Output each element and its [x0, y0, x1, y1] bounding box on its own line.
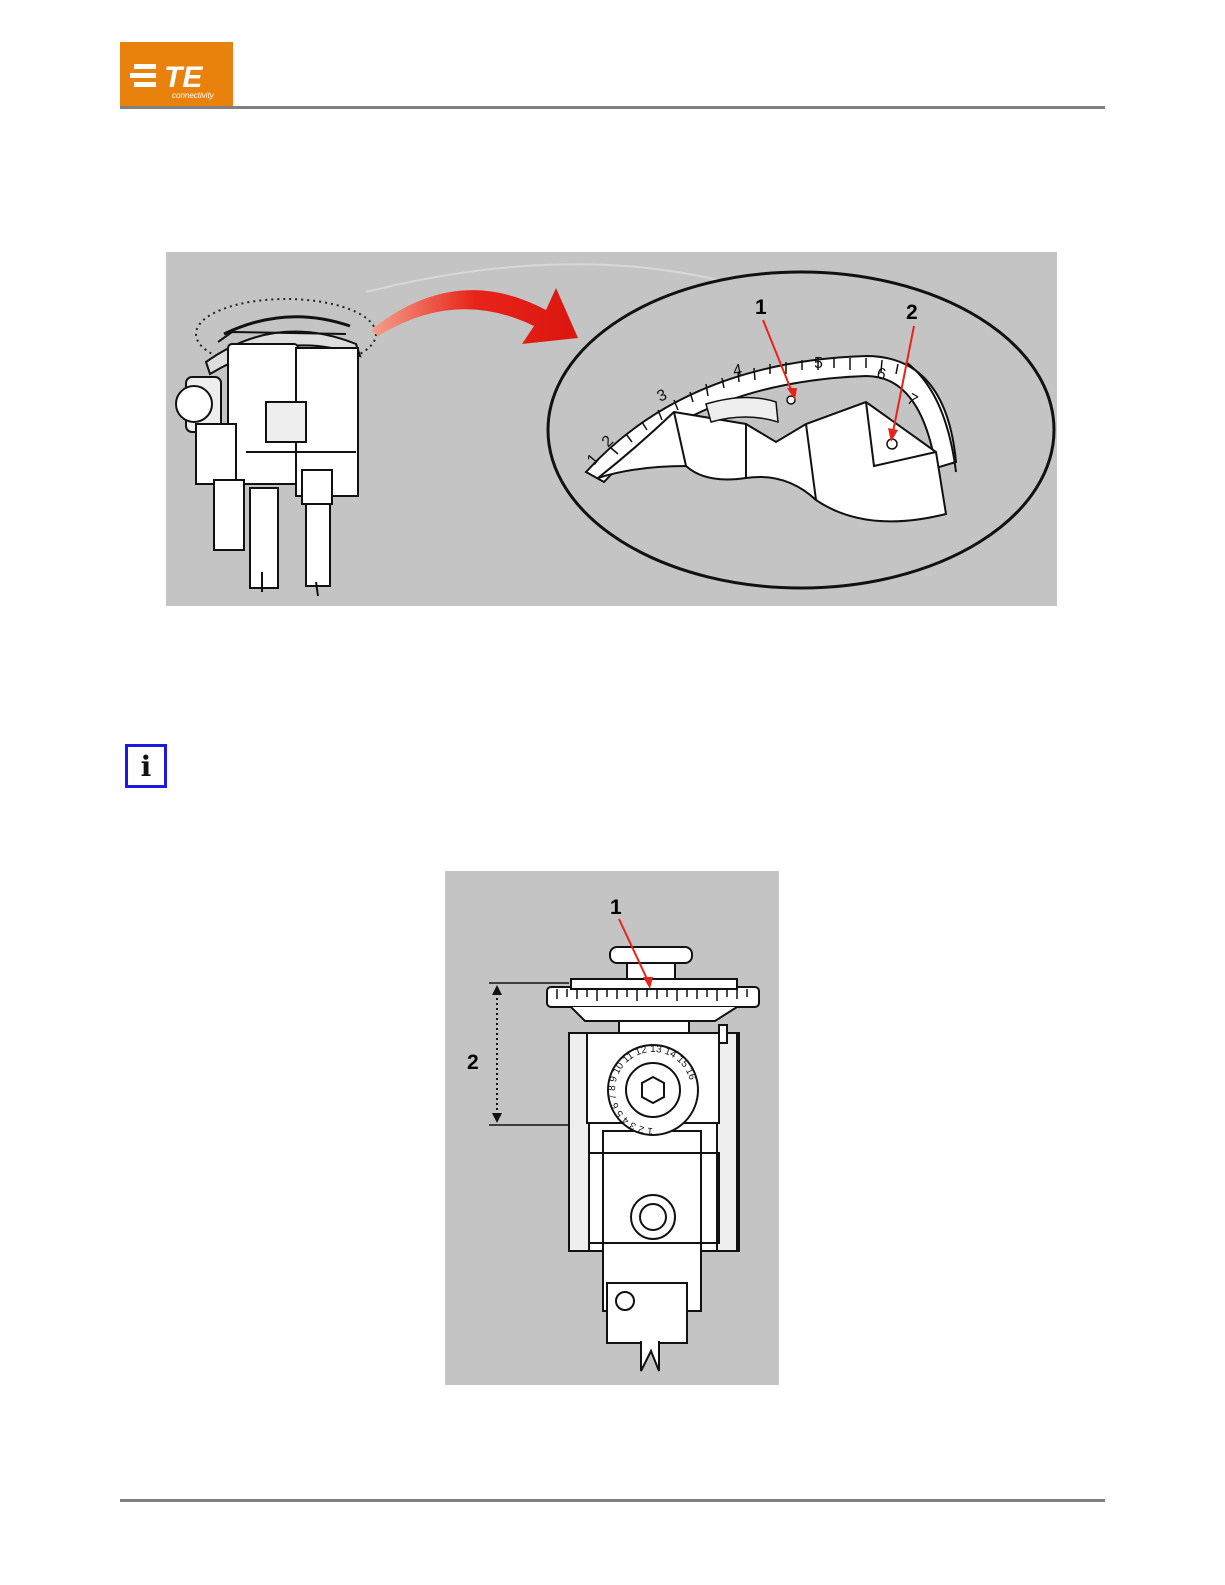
- figure-front-view: 1 2 3 4 5 6 7 8 9 10 11 12 13 14 15 16 2…: [445, 871, 779, 1385]
- logo-text: TE: [164, 61, 203, 94]
- te-connectivity-logo: TE connectivity: [120, 42, 233, 108]
- applicator-tool-drawing: [176, 299, 376, 596]
- footer-divider: [120, 1499, 1105, 1502]
- info-symbol: i: [141, 750, 152, 783]
- svg-text:5: 5: [814, 355, 823, 372]
- header-divider: [120, 106, 1105, 109]
- zoom-arrow: [371, 288, 578, 344]
- svg-text:2: 2: [906, 301, 918, 324]
- magnified-view: 1 2 3 4 5 6 7: [548, 272, 1054, 588]
- figure-dial-detail: 1 2 3 4 5 6 7 1 2: [166, 252, 1057, 606]
- svg-text:1: 1: [755, 296, 767, 319]
- info-icon: i: [125, 744, 167, 788]
- callout-2: 2: [467, 1051, 479, 1074]
- logo-subtext: connectivity: [172, 91, 215, 100]
- applicator-front-drawing: [547, 947, 759, 1371]
- svg-text:1: 1: [610, 896, 622, 919]
